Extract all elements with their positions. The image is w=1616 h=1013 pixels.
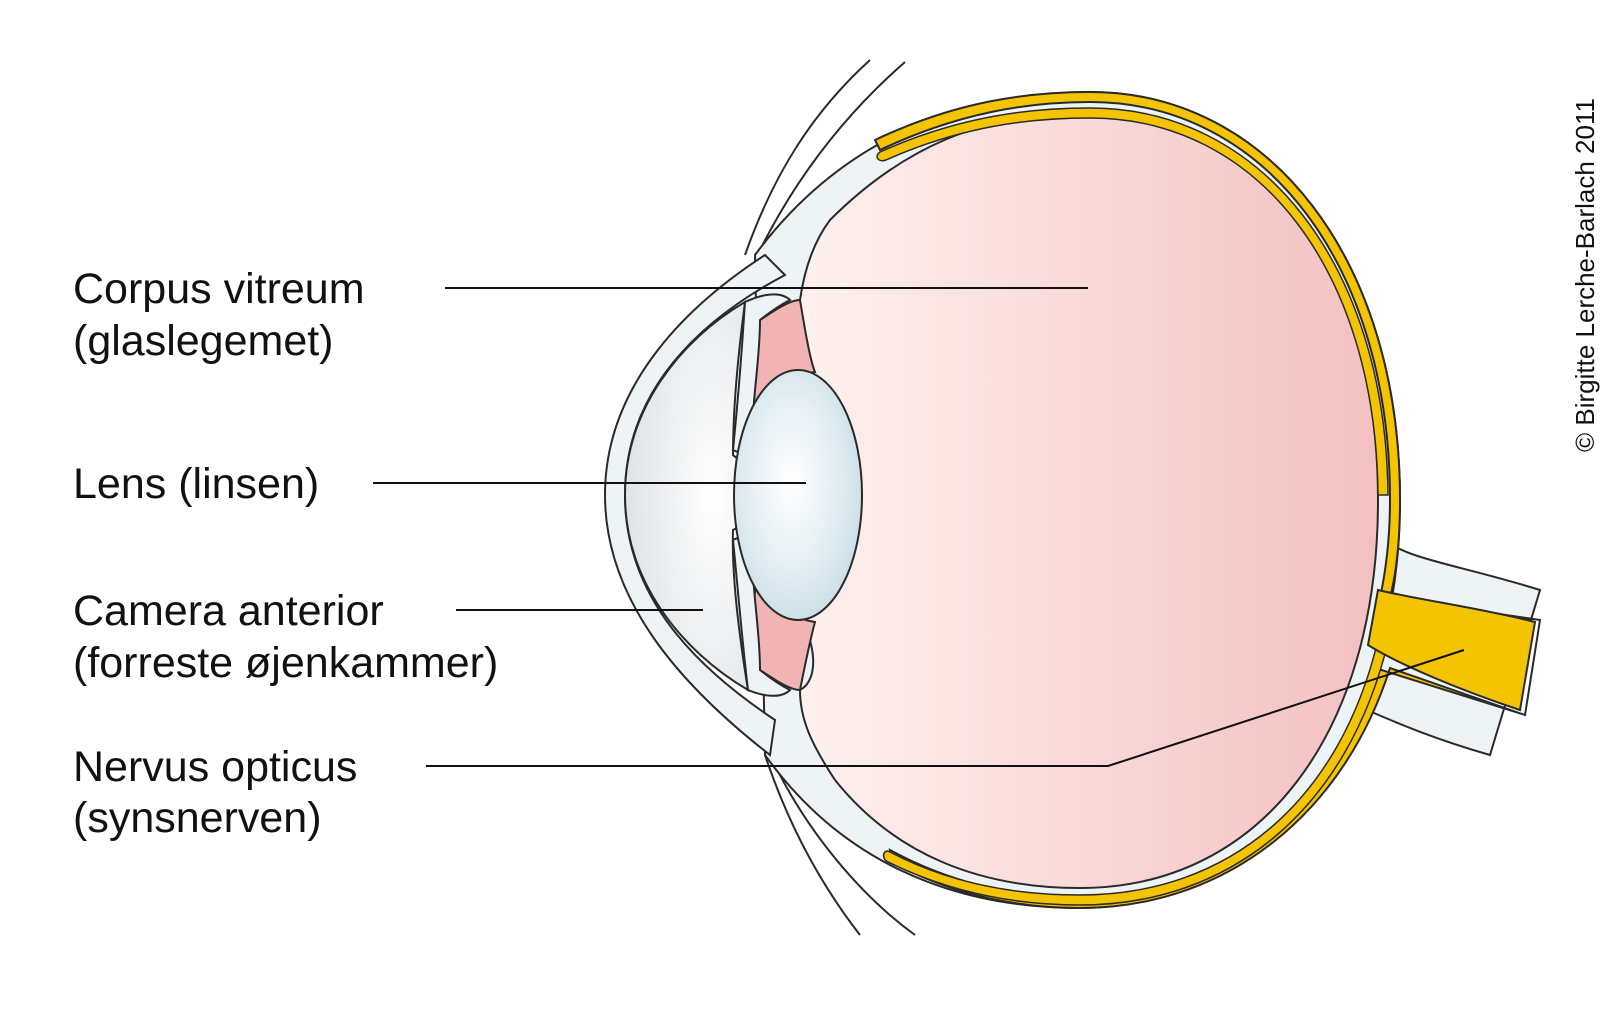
label-lens: Lens (linsen): [73, 460, 319, 508]
label-corpus-vitreum: Corpus vitreum (glaslegemet): [73, 265, 365, 365]
leader-nervus-opticus: [426, 649, 1465, 767]
retina-lower-strip: [882, 639, 1389, 906]
anterior-chamber: [623, 300, 751, 692]
vitreous-body: [798, 110, 1380, 890]
label-nervus-opticus: Nervus opticus (synsnerven): [73, 743, 357, 842]
leader-lines: [373, 287, 1465, 767]
label-nervus-opticus-line1: Nervus opticus: [73, 743, 357, 791]
lens: [733, 369, 863, 621]
label-lens-line1: Lens (linsen): [73, 460, 319, 508]
copyright: © Birgitte Lerche-Barlach 2011: [1570, 98, 1600, 452]
label-corpus-vitreum-line2: (glaslegemet): [73, 317, 334, 365]
label-camera-anterior: Camera anterior (forreste øjenkammer): [73, 587, 498, 687]
optic-nerve: [1366, 588, 1537, 712]
upper-eyelid-lines: [744, 59, 906, 256]
label-corpus-vitreum-line1: Corpus vitreum: [73, 265, 365, 313]
label-nervus-opticus-line2: (synsnerven): [73, 794, 322, 842]
label-camera-anterior-line1: Camera anterior: [73, 587, 384, 635]
retina-upper-strip: [876, 107, 1389, 496]
lower-eyelid-lines: [764, 754, 916, 936]
label-camera-anterior-line2: (forreste øjenkammer): [73, 639, 498, 687]
